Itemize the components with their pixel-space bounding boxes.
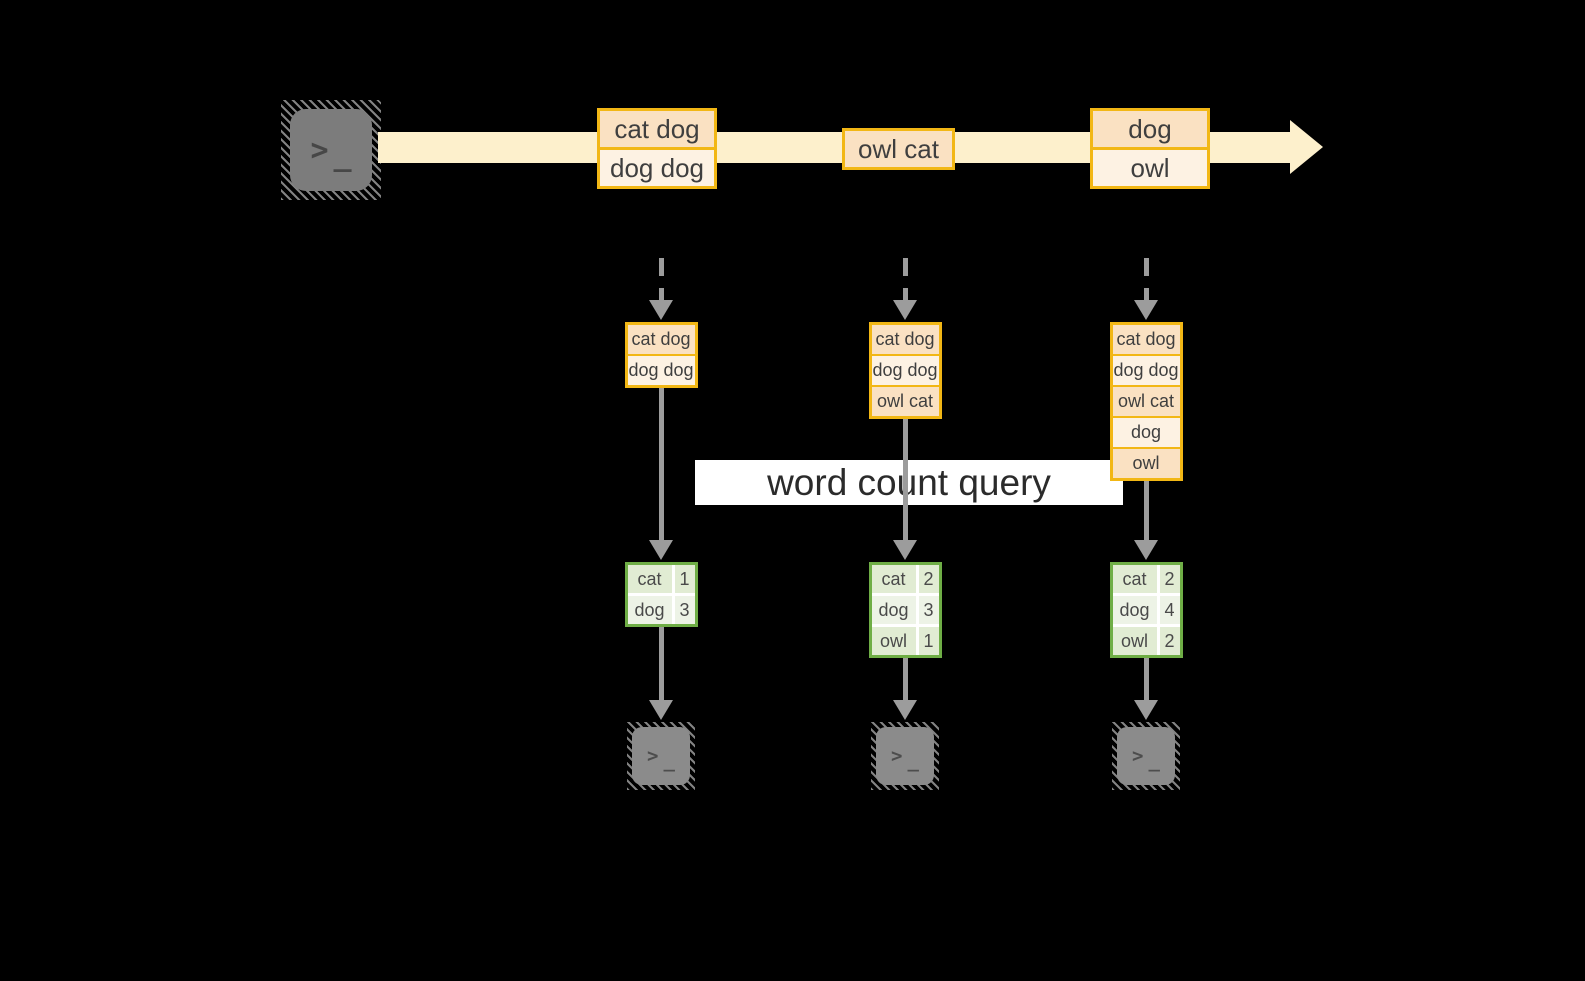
message-line: owl [1093, 150, 1207, 186]
count-cell: 2 [1159, 565, 1180, 593]
buffer-line: cat dog [871, 325, 939, 354]
count-cell: 4 [1159, 596, 1180, 624]
word-cell: cat [627, 565, 672, 593]
arrow-down-head [649, 700, 673, 720]
stream-message-1: cat dog dog dog [597, 108, 717, 189]
count-cell: 2 [918, 565, 939, 593]
arrow-down-icon [1143, 258, 1149, 302]
arrow-down-icon [1143, 481, 1149, 542]
arrow-down-icon [902, 658, 908, 702]
arrow-down-icon [902, 419, 908, 542]
word-cell: dog [627, 596, 672, 624]
terminal-screen: >_ [876, 727, 934, 785]
count-cell: 3 [674, 596, 695, 624]
buffer-line: owl [1112, 449, 1180, 478]
arrow-down-head [1134, 540, 1158, 560]
terminal-icon: >_ [281, 100, 381, 200]
arrow-down-icon [658, 388, 664, 542]
message-line: owl cat [845, 131, 952, 167]
buffer-line: cat dog [627, 325, 695, 354]
count-table-1: cat 1 dog 3 [624, 562, 698, 627]
terminal-icon: >_ [1112, 722, 1180, 790]
count-table-3: cat 2 dog 4 owl 2 [1109, 562, 1183, 658]
word-cell: cat [871, 565, 916, 593]
arrow-down-icon [902, 258, 908, 302]
buffer-line: dog dog [871, 356, 939, 385]
terminal-screen: >_ [290, 109, 372, 191]
count-cell: 1 [674, 565, 695, 593]
arrow-down-icon [658, 627, 664, 702]
word-cell: dog [871, 596, 916, 624]
count-cell: 1 [918, 627, 939, 655]
stream-message-3: dog owl [1090, 108, 1210, 189]
buffer-stack-3: cat dog dog dog owl cat dog owl [1109, 322, 1183, 481]
buffer-line: cat dog [1112, 325, 1180, 354]
arrow-down-head [1134, 700, 1158, 720]
count-cell: 3 [918, 596, 939, 624]
terminal-icon: >_ [627, 722, 695, 790]
prompt-icon: >_ [310, 132, 352, 173]
prompt-icon: >_ [891, 745, 919, 772]
count-table-2: cat 2 dog 3 owl 1 [868, 562, 942, 658]
buffer-line: dog [1112, 418, 1180, 447]
message-line: cat dog [600, 111, 714, 147]
arrow-down-icon [658, 258, 664, 302]
buffer-line: dog dog [627, 356, 695, 385]
message-line: dog [1093, 111, 1207, 147]
terminal-screen: >_ [1117, 727, 1175, 785]
arrow-down-head [893, 540, 917, 560]
word-cell: owl [1112, 627, 1157, 655]
arrow-down-head [1134, 300, 1158, 320]
buffer-stack-1: cat dog dog dog [624, 322, 698, 388]
word-cell: dog [1112, 596, 1157, 624]
buffer-stack-2: cat dog dog dog owl cat [868, 322, 942, 419]
query-banner: word count query [695, 460, 1123, 505]
arrow-right-icon [1290, 120, 1323, 174]
arrow-down-head [649, 300, 673, 320]
prompt-icon: >_ [1132, 745, 1160, 772]
count-cell: 2 [1159, 627, 1180, 655]
arrow-down-head [893, 700, 917, 720]
word-cell: owl [871, 627, 916, 655]
word-cell: cat [1112, 565, 1157, 593]
arrow-down-head [893, 300, 917, 320]
terminal-icon: >_ [871, 722, 939, 790]
prompt-icon: >_ [647, 745, 675, 772]
stream-message-2: owl cat [842, 128, 955, 170]
buffer-line: owl cat [871, 387, 939, 416]
arrow-down-icon [1143, 658, 1149, 702]
query-label: word count query [767, 461, 1051, 503]
arrow-down-head [649, 540, 673, 560]
terminal-screen: >_ [632, 727, 690, 785]
buffer-line: owl cat [1112, 387, 1180, 416]
message-line: dog dog [600, 150, 714, 186]
buffer-line: dog dog [1112, 356, 1180, 385]
